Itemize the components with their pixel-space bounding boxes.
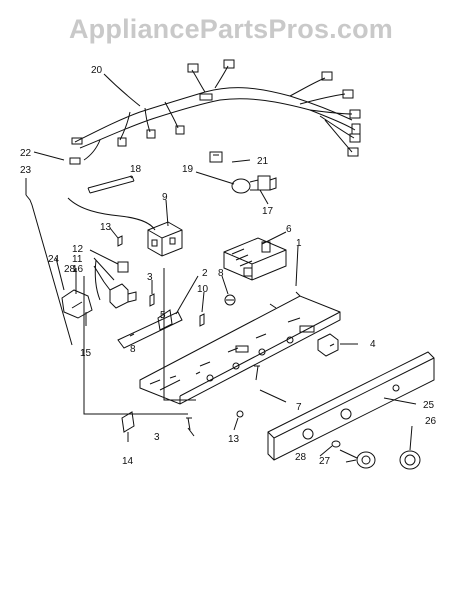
screw-13-lower (236, 410, 244, 418)
label-27: 27 (319, 456, 331, 467)
label-17: 17 (262, 206, 274, 217)
label-3-upper: 3 (147, 272, 153, 283)
label-4: 4 (370, 339, 376, 350)
screw-10 (199, 313, 205, 327)
screw-3 (149, 293, 155, 307)
clip-14 (121, 411, 135, 433)
clip-22 (69, 157, 81, 165)
control-panel-25 (267, 351, 435, 461)
screw-13 (117, 235, 123, 247)
label-26: 26 (425, 416, 437, 427)
label-28-upper: 28 (64, 264, 76, 275)
label-19: 19 (182, 164, 194, 175)
label-23: 23 (20, 165, 32, 176)
cap-tube (94, 259, 101, 301)
label-15: 15 (80, 348, 92, 359)
tube-18 (87, 175, 135, 194)
label-12: 12 (72, 244, 84, 255)
rod-23 (25, 194, 73, 346)
washer-28 (331, 440, 341, 448)
label-5: 5 (160, 310, 166, 321)
clip-5 (157, 309, 173, 331)
label-13-lower: 13 (228, 434, 240, 445)
label-2: 2 (202, 268, 208, 279)
screw-8 (224, 294, 236, 306)
screw-3-lower (186, 417, 192, 431)
label-9: 9 (162, 192, 168, 203)
clip-21 (209, 151, 223, 163)
label-14: 14 (122, 456, 134, 467)
label-11: 11 (72, 254, 83, 265)
part-number-labels: 20 22 23 18 19 21 17 9 13 12 11 16 24 28… (20, 65, 437, 467)
label-8-lower: 8 (130, 344, 136, 355)
bracket-24 (61, 289, 93, 319)
screw-7 (254, 365, 260, 381)
knob-27 (339, 449, 376, 469)
lamp-socket-17 (257, 175, 277, 191)
part-4 (317, 333, 339, 357)
watermark-text: AppliancePartsPros.com (68, 14, 393, 44)
leader-lines (25, 73, 417, 463)
switch-housing-6 (223, 237, 287, 281)
bracket-2 (117, 311, 183, 349)
lamp-bulb-19 (231, 178, 259, 194)
label-16: 16 (72, 264, 84, 275)
label-18: 18 (130, 164, 142, 175)
label-1: 1 (296, 238, 302, 249)
sensor-cable (67, 197, 156, 231)
label-10: 10 (197, 284, 209, 295)
label-6: 6 (286, 224, 292, 235)
label-20: 20 (91, 65, 103, 76)
label-28-lower: 28 (295, 452, 307, 463)
label-3-lower: 3 (154, 432, 160, 443)
label-22: 22 (20, 148, 32, 159)
label-24: 24 (48, 254, 60, 265)
label-7: 7 (296, 402, 302, 413)
thermostat-11 (103, 261, 137, 309)
label-8-upper: 8 (218, 268, 224, 279)
label-25: 25 (423, 400, 435, 411)
label-21: 21 (257, 156, 269, 167)
label-13: 13 (100, 222, 112, 233)
wire-harness (71, 59, 361, 161)
control-housing-1 (139, 291, 341, 405)
knob-26 (399, 450, 421, 470)
